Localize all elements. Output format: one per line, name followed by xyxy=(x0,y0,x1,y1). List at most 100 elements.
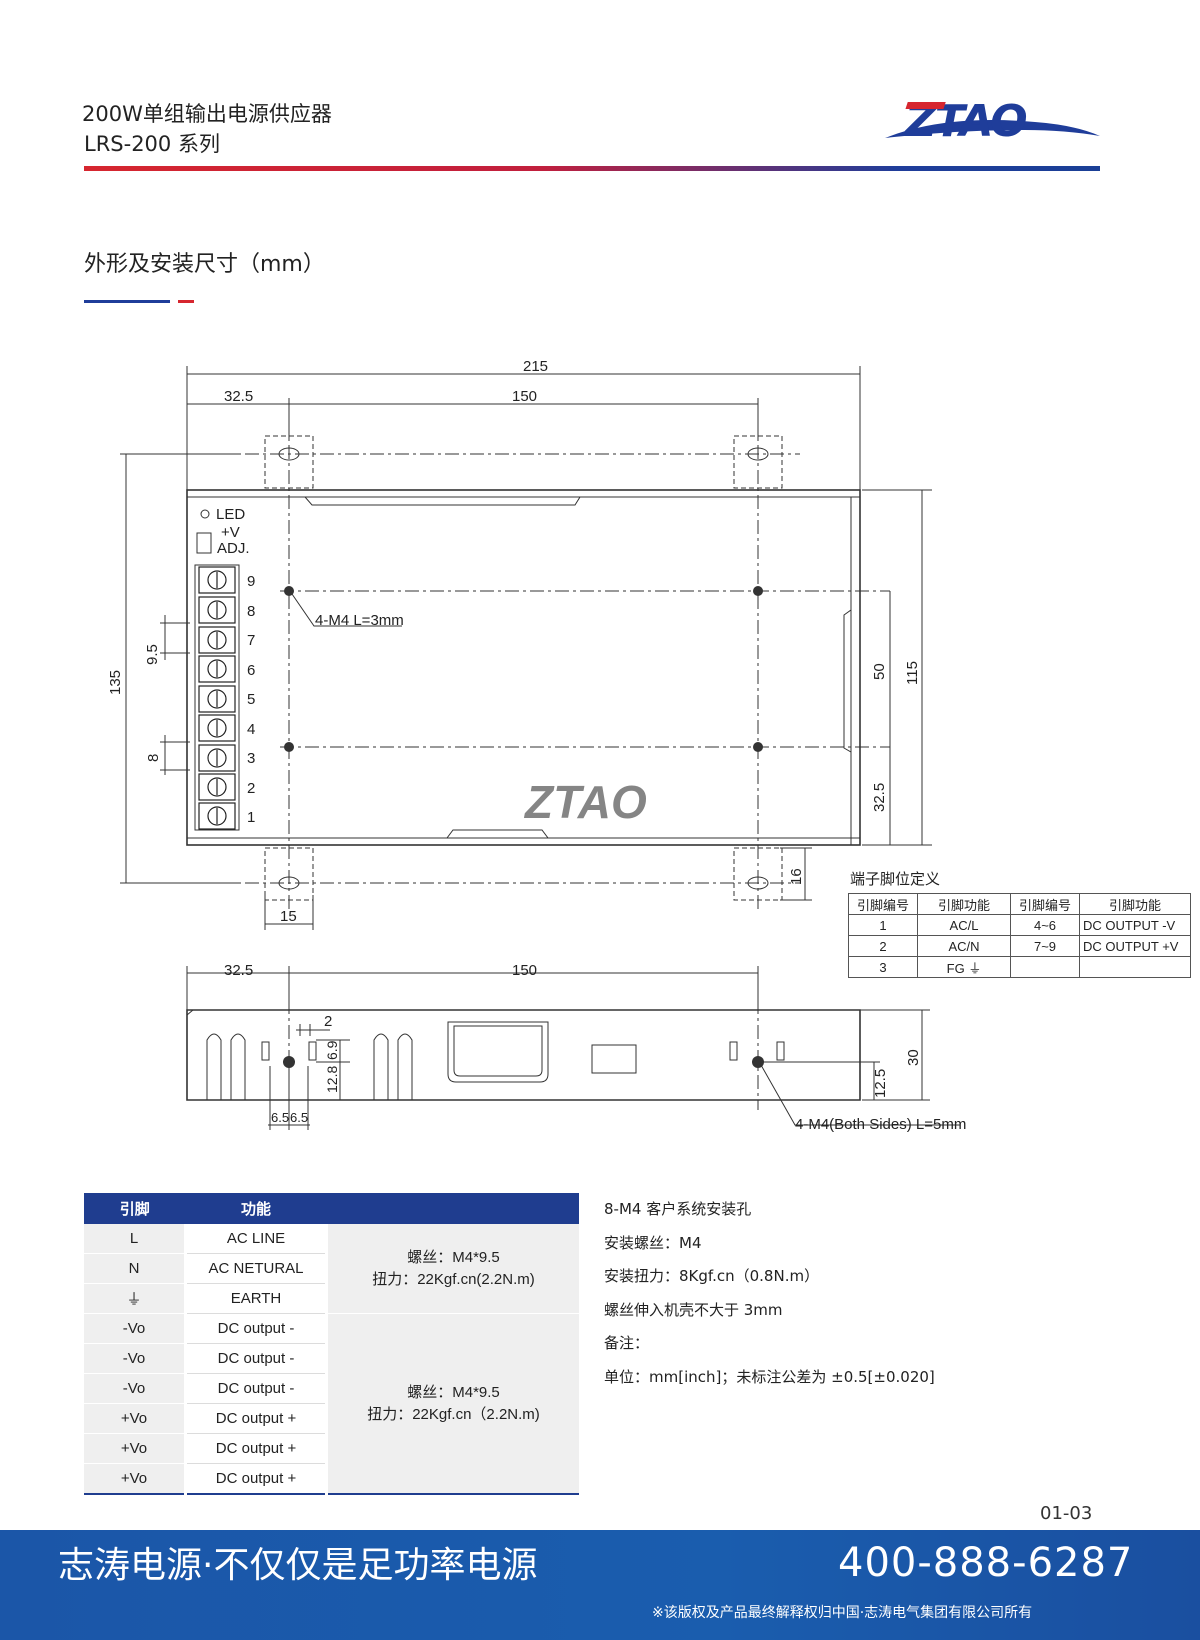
led-label: LED xyxy=(216,506,245,523)
adj-label: ADJ. xyxy=(217,540,250,557)
spec-pin: -Vo xyxy=(84,1343,187,1374)
spec-func: DC output + xyxy=(185,1463,328,1495)
table-row: N AC NETURAL xyxy=(84,1253,579,1284)
terminal-number: 4 xyxy=(247,721,255,738)
dim-16: 16 xyxy=(788,868,805,885)
earth-icon: ⏚ xyxy=(84,1283,187,1314)
page-number: 01-03 xyxy=(1040,1503,1093,1524)
spec-header-blank xyxy=(326,1193,579,1224)
side-dim-12-8: 12.8 xyxy=(324,1066,340,1093)
spec-func: DC output + xyxy=(185,1433,328,1464)
terminal-spec-table: 引脚 功能 L AC LINE 螺丝：M4*9.5 扭力：22Kgf.cn(2.… xyxy=(84,1193,579,1495)
dim-height: 135 xyxy=(107,670,124,695)
pin-header: 引脚功能 xyxy=(1079,893,1191,915)
document-subtitle: LRS-200 系列 xyxy=(84,132,220,156)
side-dim-2: 2 xyxy=(324,1013,332,1030)
table-row: -Vo DC output - xyxy=(84,1343,579,1374)
pin-cell: AC/N xyxy=(917,935,1011,957)
spec-func: DC output + xyxy=(185,1403,328,1434)
dimension-drawing: ZTAO 215 32.5 150 LED +V ADJ. 4-M4 L=3mm… xyxy=(107,358,966,1133)
note-line: 单位：mm[inch]；未标注公差为 ±0.5[±0.020] xyxy=(604,1367,935,1386)
side-dim-30: 30 xyxy=(905,1049,922,1066)
section-title: 外形及安装尺寸（mm） xyxy=(84,252,325,277)
terminal-number: 6 xyxy=(247,662,255,679)
dim-115: 115 xyxy=(904,661,921,685)
spec-pin: +Vo xyxy=(84,1403,187,1434)
footer-phone: 400-888-6287 xyxy=(838,1540,1134,1586)
terminal-number: 5 xyxy=(247,691,255,708)
spec-screw-group-1: 螺丝：M4*9.5 扭力：22Kgf.cn(2.2N.m) xyxy=(326,1224,579,1314)
pin-header: 引脚编号 xyxy=(848,893,918,915)
table-row: +Vo DC output + xyxy=(84,1463,579,1495)
note-line: 安装扭力：8Kgf.cn（0.8N.m） xyxy=(604,1267,820,1285)
side-dim-6-5-b: 6.5 xyxy=(290,1110,308,1125)
table-row: +Vo DC output + xyxy=(84,1433,579,1464)
side-dim-hole-span: 150 xyxy=(512,962,537,979)
footer-slogan: 志涛电源·不仅仅是足功率电源 xyxy=(58,1545,538,1586)
side-dim-6-9: 6.9 xyxy=(324,1040,340,1060)
footer-copyright: ※该版权及产品最终解释权归中国·志涛电气集团有限公司所有 xyxy=(652,1605,1033,1621)
spec-header-pin: 引脚 xyxy=(84,1193,186,1224)
note-line: 备注： xyxy=(604,1334,650,1352)
pin-cell: 1 xyxy=(848,914,918,936)
spec-pin: L xyxy=(84,1224,187,1254)
pin-cell xyxy=(1079,956,1191,978)
dim-tab-15: 15 xyxy=(280,908,297,925)
footer-band xyxy=(0,1530,1200,1640)
pin-cell: AC/L xyxy=(917,914,1011,936)
dim-terminal-pitch: 9.5 xyxy=(144,644,161,665)
terminal-number: 7 xyxy=(247,632,255,649)
spec-screw-group-2: 螺丝：M4*9.5 扭力：22Kgf.cn（2.2N.m) xyxy=(326,1313,579,1495)
spec-func: AC NETURAL xyxy=(185,1253,328,1284)
spec-pin: N xyxy=(84,1253,187,1284)
pin-cell: DC OUTPUT -V xyxy=(1079,914,1191,936)
spec-pin: -Vo xyxy=(84,1313,187,1344)
side-hole-note: 4-M4(Both Sides) L=5mm xyxy=(795,1116,966,1133)
table-row: L AC LINE 螺丝：M4*9.5 扭力：22Kgf.cn(2.2N.m) xyxy=(84,1224,579,1314)
document-title: 200W单组输出电源供应器 xyxy=(82,102,332,126)
spec-func: DC output - xyxy=(185,1343,328,1374)
table-row: +Vo DC output + xyxy=(84,1403,579,1434)
dim-50: 50 xyxy=(871,663,888,680)
spec-func: DC output - xyxy=(185,1313,328,1344)
v-label: +V xyxy=(221,524,240,541)
note-line: 安装螺丝：M4 xyxy=(604,1233,702,1252)
side-dim-6-5-a: 6.5 xyxy=(271,1110,289,1125)
pin-header: 引脚编号 xyxy=(1010,893,1080,915)
dim-total-width: 215 xyxy=(523,358,548,375)
side-dim-12-5: 12.5 xyxy=(872,1069,889,1098)
dim-hole-span: 150 xyxy=(512,388,537,405)
table-row: ⏚ EARTH xyxy=(84,1283,579,1314)
spec-func: AC LINE xyxy=(185,1224,328,1254)
spec-func: DC output - xyxy=(185,1373,328,1404)
note-line: 8-M4 客户系统安装孔 xyxy=(604,1200,752,1218)
spec-pin: +Vo xyxy=(84,1463,187,1495)
terminal-number: 1 xyxy=(247,809,255,826)
pin-cell: 7~9 xyxy=(1010,935,1080,957)
table-row: -Vo DC output - xyxy=(84,1373,579,1404)
pin-cell: 3 xyxy=(848,956,918,978)
spec-pin: +Vo xyxy=(84,1433,187,1464)
terminal-number: 3 xyxy=(247,750,255,767)
pin-definition-table: 引脚编号 引脚功能 引脚编号 引脚功能 1 AC/L 4~6 DC OUTPUT… xyxy=(848,893,1191,978)
drawing-watermark: ZTAO xyxy=(523,776,647,828)
spec-pin: -Vo xyxy=(84,1373,187,1404)
pin-cell: 2 xyxy=(848,935,918,957)
dim-terminal-height: 8 xyxy=(145,754,162,762)
pin-definition-title: 端子脚位定义 xyxy=(850,870,941,888)
terminal-number: 9 xyxy=(247,573,255,590)
hole-note: 4-M4 L=3mm xyxy=(315,612,404,629)
terminal-number: 8 xyxy=(247,603,255,620)
section-underline-blue xyxy=(84,300,170,303)
spec-header-function: 功能 xyxy=(185,1193,327,1224)
section-underline-red xyxy=(178,300,194,303)
dim-left-offset: 32.5 xyxy=(224,388,253,405)
pin-cell: FG ⏚ xyxy=(917,956,1011,978)
table-row: -Vo DC output - 螺丝：M4*9.5 扭力：22Kgf.cn（2.… xyxy=(84,1313,579,1495)
pin-header: 引脚功能 xyxy=(917,893,1011,915)
side-dim-left-offset: 32.5 xyxy=(224,962,253,979)
terminal-number: 2 xyxy=(247,780,255,797)
header-divider xyxy=(84,166,1100,171)
note-line: 螺丝伸入机壳不大于 3mm xyxy=(604,1300,783,1319)
pin-cell: 4~6 xyxy=(1010,914,1080,936)
